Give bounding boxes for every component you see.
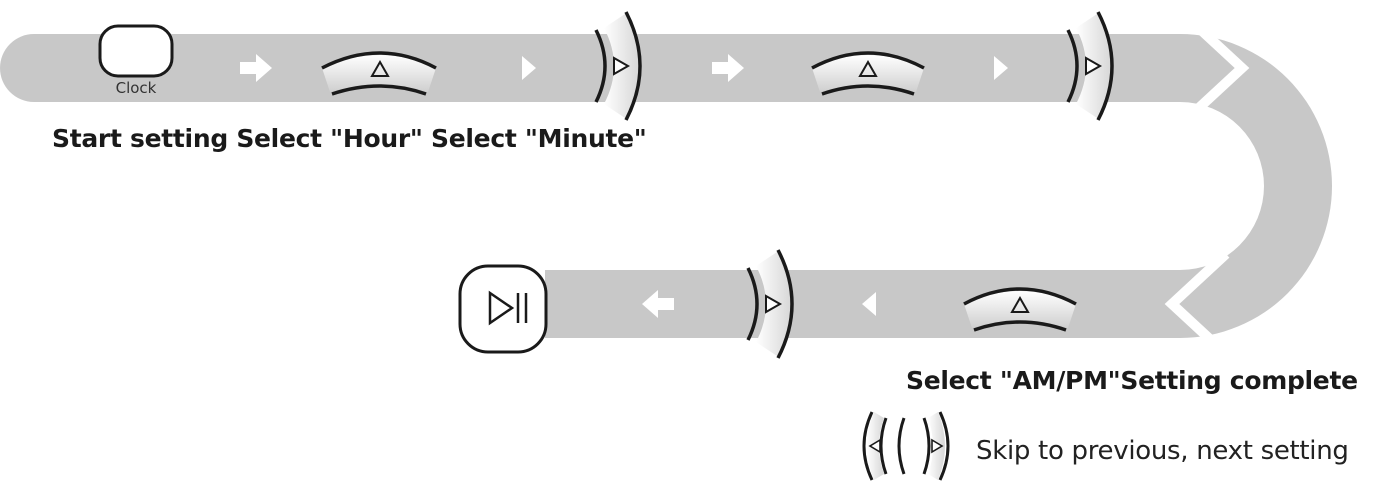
right-skip-key-icon bbox=[746, 249, 794, 359]
arrowhead-bottom-outline bbox=[1164, 250, 1230, 358]
start-pause-button-icon bbox=[458, 264, 548, 354]
right-skip-key-icon bbox=[1066, 11, 1114, 121]
right-skip-key-icon bbox=[922, 411, 950, 481]
arrowhead-top-outline bbox=[1184, 14, 1250, 122]
caption-top-steps: Start setting Select "Hour" Select "Minu… bbox=[52, 124, 647, 153]
flow-track bbox=[0, 34, 1332, 338]
chevron-left-icon bbox=[862, 292, 876, 316]
arrow-left-icon bbox=[642, 290, 674, 318]
arrow-right-icon bbox=[240, 54, 272, 82]
chevron-right-icon bbox=[994, 56, 1008, 80]
legend-text: Skip to previous, next setting bbox=[976, 436, 1349, 466]
clock-button-icon bbox=[98, 24, 174, 78]
caption-bottom-steps: Select "AM/PM"Setting complete bbox=[906, 366, 1358, 395]
up-triangle-key-icon bbox=[963, 287, 1077, 332]
up-triangle-key-icon bbox=[321, 51, 437, 96]
up-triangle-key-icon bbox=[811, 51, 925, 96]
clock-button-label: Clock bbox=[116, 79, 157, 97]
arrow-right-icon bbox=[712, 54, 744, 82]
chevron-right-icon bbox=[522, 56, 536, 80]
left-skip-key-icon bbox=[862, 411, 906, 481]
right-skip-key-icon bbox=[594, 11, 642, 121]
